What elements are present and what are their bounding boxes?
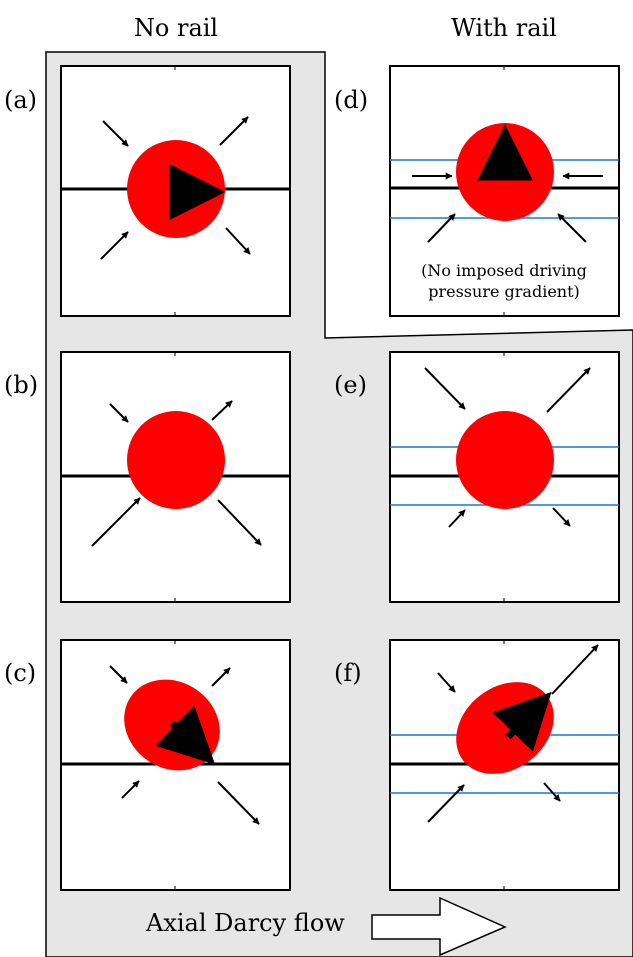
flow-arrow bbox=[91, 497, 141, 547]
flow-arrow bbox=[211, 400, 233, 421]
bubble bbox=[456, 411, 554, 509]
flow-arrow bbox=[102, 120, 129, 147]
flow-arrow bbox=[557, 213, 587, 243]
flow-arrow bbox=[551, 644, 599, 695]
flow-arrow bbox=[121, 780, 140, 799]
flow-arrow bbox=[437, 672, 456, 693]
column-title-left: No rail bbox=[134, 14, 218, 42]
panel-label-c: (c) bbox=[4, 659, 36, 687]
flow-arrow bbox=[219, 116, 249, 146]
panel-d-note-line1: (No imposed driving bbox=[421, 261, 587, 280]
bubble bbox=[127, 411, 225, 509]
flow-arrow bbox=[225, 227, 251, 255]
panel-label-d: (d) bbox=[334, 86, 368, 114]
panel-e bbox=[389, 351, 620, 603]
panel-c bbox=[60, 639, 291, 891]
panel-b bbox=[60, 351, 291, 603]
axial-flow-label: Axial Darcy flow bbox=[145, 909, 345, 937]
bubble-motion-arrow bbox=[492, 691, 552, 752]
flow-arrow bbox=[424, 367, 466, 410]
column-title-right: With rail bbox=[451, 14, 557, 42]
panel-label-f: (f) bbox=[334, 659, 362, 687]
bubble-motion-arrow bbox=[155, 705, 216, 765]
panel-label-a: (a) bbox=[4, 86, 37, 114]
panel-label-e: (e) bbox=[334, 371, 367, 399]
axial-flow-arrow bbox=[371, 896, 507, 957]
panel-f bbox=[389, 639, 620, 891]
flow-arrow bbox=[552, 507, 571, 527]
flow-arrow bbox=[109, 403, 129, 423]
flow-arrow bbox=[217, 499, 262, 546]
flow-arrow bbox=[100, 231, 129, 260]
panel-d: (No imposed driving pressure gradient) bbox=[389, 65, 620, 317]
panel-label-b: (b) bbox=[4, 371, 38, 399]
flow-arrow bbox=[448, 509, 466, 528]
flow-arrow bbox=[211, 667, 231, 687]
flow-arrow bbox=[543, 782, 561, 802]
flow-arrow bbox=[109, 665, 128, 684]
flow-arrow bbox=[427, 784, 465, 823]
flow-arrow bbox=[546, 367, 591, 413]
panel-d-note-line2: pressure gradient) bbox=[428, 282, 580, 301]
panel-a bbox=[60, 65, 291, 317]
flow-arrow bbox=[217, 781, 260, 825]
flow-arrow bbox=[427, 213, 456, 243]
